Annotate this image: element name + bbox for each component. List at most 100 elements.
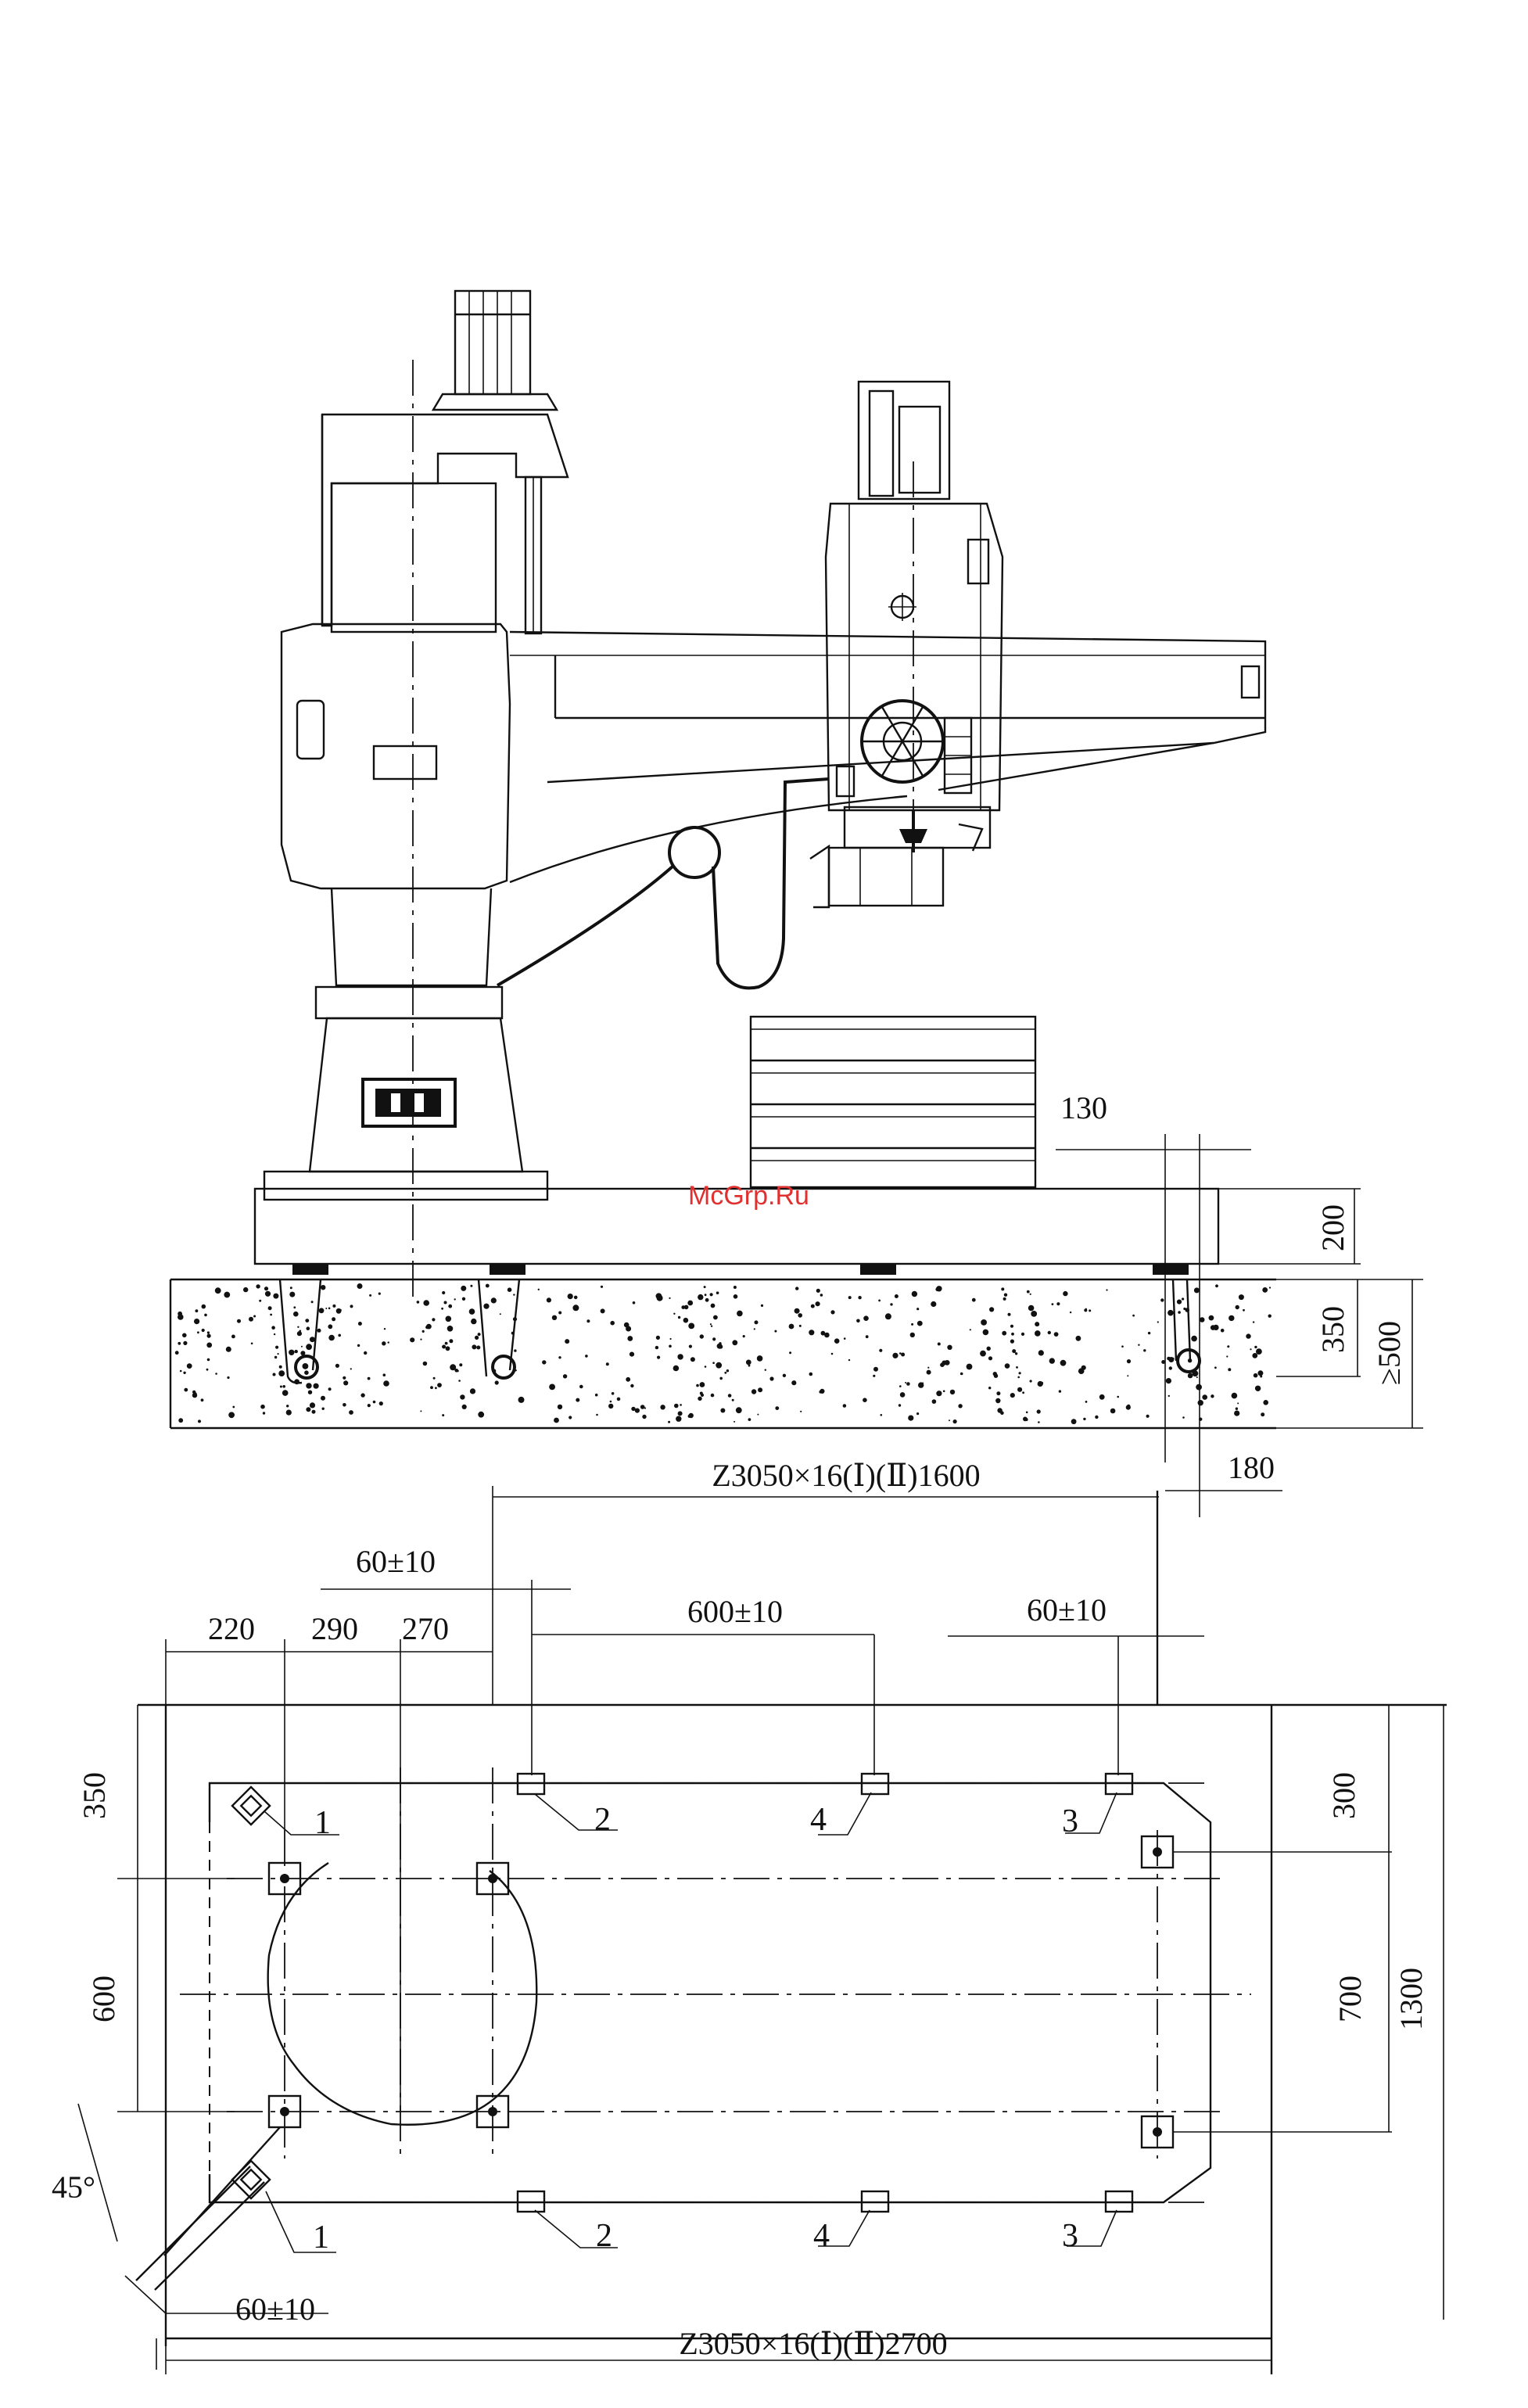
concrete-speckle — [612, 1392, 615, 1395]
concrete-speckle — [677, 1354, 683, 1359]
concrete-speckle — [719, 1342, 721, 1344]
concrete-speckle — [249, 1317, 253, 1322]
concrete-speckle — [633, 1301, 636, 1304]
concrete-speckle — [224, 1292, 230, 1298]
concrete-speckle — [989, 1307, 994, 1312]
concrete-speckle — [911, 1323, 913, 1326]
concrete-speckle — [382, 1341, 386, 1345]
concrete-speckle — [558, 1356, 561, 1358]
concrete-speckle — [678, 1316, 680, 1319]
concrete-speckle — [712, 1362, 715, 1364]
concrete-speckle — [958, 1404, 962, 1408]
concrete-speckle — [728, 1394, 732, 1398]
concrete-speckle — [207, 1334, 211, 1338]
concrete-speckle — [917, 1321, 923, 1326]
concrete-speckle — [873, 1367, 878, 1372]
concrete-speckle — [1038, 1350, 1044, 1355]
concrete-speckle — [547, 1297, 551, 1302]
concrete-speckle — [890, 1303, 892, 1305]
concrete-speckle — [949, 1419, 950, 1421]
concrete-speckle — [259, 1300, 261, 1302]
concrete-speckle — [1005, 1363, 1010, 1369]
concrete-speckle — [478, 1333, 481, 1336]
concrete-speckle — [700, 1392, 703, 1395]
concrete-speckle — [328, 1308, 331, 1310]
concrete-speckle — [558, 1405, 562, 1409]
concrete-speckle — [286, 1405, 289, 1407]
callout-leaders — [264, 1793, 1117, 2252]
concrete-speckle — [775, 1406, 779, 1410]
concrete-speckle — [293, 1306, 296, 1308]
concrete-speckle — [423, 1362, 428, 1366]
concrete-speckle — [1010, 1340, 1014, 1344]
concrete-speckle — [670, 1338, 672, 1340]
concrete-speckle — [1010, 1393, 1015, 1398]
concrete-speckle — [644, 1407, 646, 1409]
concrete-speckle — [1253, 1321, 1254, 1322]
concrete-speckle — [215, 1373, 217, 1375]
concrete-speckle — [657, 1356, 660, 1359]
foundation-plan: Z3050×16(Ⅰ)(Ⅱ)1600 60±10 220 290 270 600… — [52, 1458, 1447, 2374]
concrete-speckle — [1211, 1394, 1214, 1398]
concrete-speckle — [798, 1313, 802, 1318]
concrete-speckle — [317, 1329, 321, 1333]
concrete-speckle — [1239, 1294, 1244, 1300]
dim-foundation-total: ≥500 — [1372, 1321, 1407, 1385]
concrete-speckle — [704, 1286, 706, 1288]
concrete-speckle — [690, 1357, 695, 1362]
concrete-speckle — [943, 1391, 945, 1393]
concrete-speckle — [819, 1391, 822, 1394]
concrete-speckle — [207, 1358, 210, 1362]
diamond-pads — [136, 1787, 280, 2290]
concrete-speckle — [789, 1324, 794, 1330]
concrete-speckle — [319, 1308, 325, 1313]
concrete-speckle — [461, 1286, 466, 1291]
concrete-speckle — [310, 1337, 315, 1342]
concrete-speckle — [441, 1308, 443, 1310]
concrete-speckle — [1263, 1400, 1268, 1405]
concrete-speckle — [1117, 1396, 1119, 1398]
concrete-speckle — [289, 1350, 294, 1355]
concrete-speckle — [748, 1418, 751, 1421]
concrete-speckle — [384, 1328, 386, 1330]
concrete-speckle — [274, 1333, 275, 1335]
concrete-speckle — [1008, 1313, 1011, 1316]
concrete-speckle — [789, 1351, 791, 1354]
concrete-speckle — [1078, 1368, 1085, 1374]
concrete-speckle — [513, 1294, 515, 1295]
concrete-speckle — [1214, 1366, 1217, 1369]
concrete-speckle — [1228, 1368, 1231, 1371]
concrete-speckle — [552, 1315, 557, 1320]
concrete-speckle — [1255, 1386, 1261, 1391]
concrete-speckle — [349, 1410, 353, 1415]
concrete-speckle — [1106, 1289, 1107, 1290]
concrete-speckle — [1160, 1298, 1164, 1301]
concrete-speckle — [350, 1304, 353, 1308]
concrete-speckle — [430, 1386, 433, 1389]
concrete-speckle — [1143, 1349, 1146, 1351]
concrete-speckle — [751, 1389, 756, 1394]
concrete-speckle — [1194, 1287, 1200, 1293]
concrete-speckle — [1196, 1376, 1198, 1378]
concrete-speckle — [680, 1404, 682, 1406]
concrete-speckle — [1016, 1366, 1018, 1369]
concrete-speckle — [278, 1353, 279, 1355]
concrete-speckle — [470, 1285, 472, 1287]
concrete-speckle — [626, 1377, 630, 1382]
concrete-speckle — [251, 1343, 253, 1345]
concrete-speckle — [684, 1305, 689, 1310]
concrete-speckle — [831, 1353, 834, 1355]
concrete-speckle — [178, 1418, 183, 1423]
concrete-speckle — [175, 1351, 179, 1355]
concrete-speckle — [305, 1319, 309, 1322]
concrete-speckle — [769, 1376, 773, 1380]
concrete-speckle — [1095, 1416, 1098, 1419]
concrete-speckle — [713, 1315, 718, 1320]
radial-arm — [510, 632, 1265, 882]
concrete-speckle — [1004, 1294, 1007, 1297]
concrete-speckle — [879, 1349, 882, 1352]
concrete-speckle — [328, 1387, 332, 1391]
concrete-speckle — [183, 1372, 185, 1374]
concrete-speckle — [816, 1289, 820, 1293]
concrete-speckle — [1025, 1418, 1028, 1421]
